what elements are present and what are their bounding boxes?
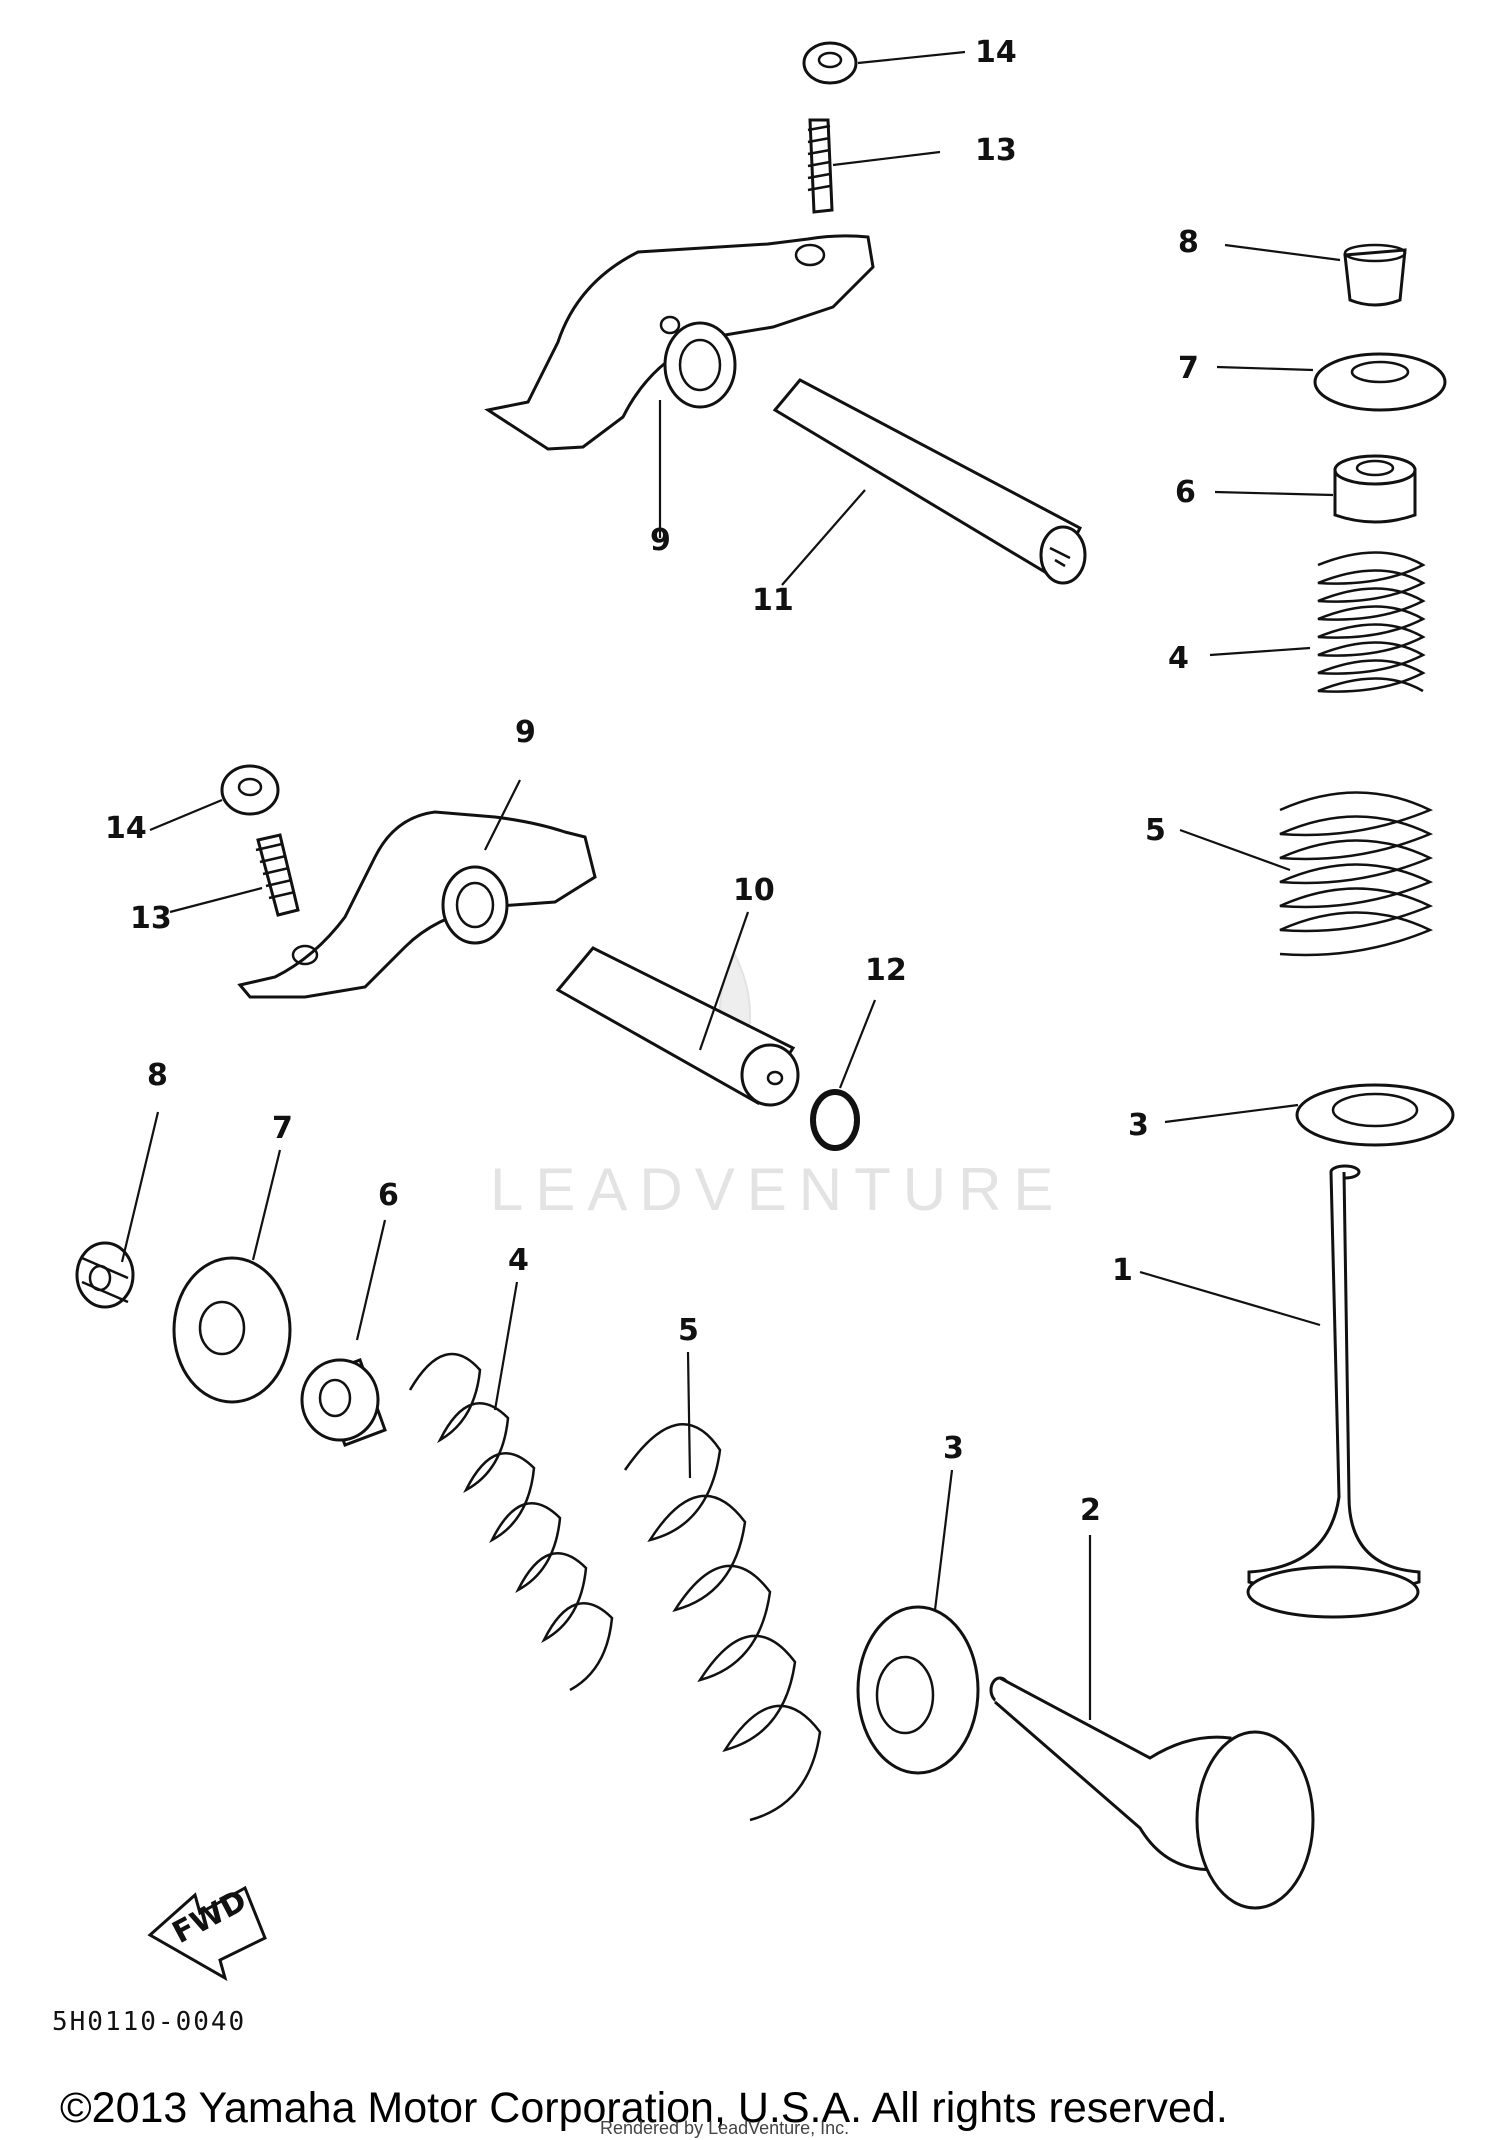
part-7-retainer-bottom [172,1256,292,1404]
watermark-text: LEADVENTURE [490,1156,1065,1223]
callout-4-right: 4 [1168,641,1189,676]
part-5-outer-spring-bottom [623,1423,822,1822]
callout-10: 10 [733,873,775,908]
callout-4-bottom: 4 [508,1243,529,1278]
part-1-valve [1246,1164,1421,1619]
callout-13-upper: 13 [975,133,1017,168]
part-14-nut-middle [220,764,280,816]
callout-14-middle: 14 [105,811,147,846]
part-11-rocker-shaft-upper [772,378,1087,585]
callout-7-bottom: 7 [272,1111,293,1146]
part-8-collet-right [1343,243,1407,307]
callout-12: 12 [865,953,907,988]
part-13-adjusting-screw-middle [255,833,300,917]
part-5-outer-spring-right [1279,791,1434,957]
callout-11: 11 [752,583,794,618]
drawing-code: 5H0110-0040 [52,2007,246,2037]
callout-14-upper: 14 [975,35,1017,70]
part-14-nut-upper [802,41,858,85]
callout-9-middle: 9 [515,715,536,750]
callout-labels: 14 13 8 7 6 4 5 3 1 9 11 9 14 13 10 12 8… [105,35,1199,1528]
callout-13-middle: 13 [130,901,172,936]
callout-3-right: 3 [1128,1108,1149,1143]
part-9-rocker-arm-middle [237,810,597,999]
callout-9-upper: 9 [650,523,671,558]
part-7-retainer-right [1313,352,1447,412]
part-13-adjusting-screw-upper [807,118,834,214]
part-3-seat-bottom [856,1605,980,1775]
rendered-by-notice: Rendered by LeadVenture, Inc. [600,2118,849,2138]
part-4-inner-spring-bottom [408,1352,614,1692]
callout-3-bottom: 3 [943,1431,964,1466]
part-6-seal-right [1333,454,1417,524]
part-4-inner-spring-right [1317,551,1426,693]
callout-5-right: 5 [1145,813,1166,848]
callout-7-right: 7 [1178,351,1199,386]
callout-1: 1 [1112,1253,1133,1288]
copyright-notice: ©2013 Yamaha Motor Corporation, U.S.A. A… [60,2084,1228,2132]
part-2-valve [989,1676,1315,1910]
forward-arrow-icon: FWD [147,1883,267,1982]
part-10-rocker-shaft-middle [555,946,800,1107]
callout-2: 2 [1080,1493,1101,1528]
callout-6-right: 6 [1175,475,1196,510]
callout-6-bottom: 6 [378,1178,399,1213]
part-6-seal-bottom [300,1358,387,1447]
part-8-collet-bottom [75,1241,135,1309]
part-3-seat-right [1295,1083,1455,1147]
leader-lines [120,50,1341,1720]
callout-8-bottom: 8 [147,1058,168,1093]
part-12-o-ring [810,1089,860,1151]
callout-5-bottom: 5 [678,1313,699,1348]
callout-8-right: 8 [1178,225,1199,260]
part-9-rocker-arm-upper [484,234,875,451]
